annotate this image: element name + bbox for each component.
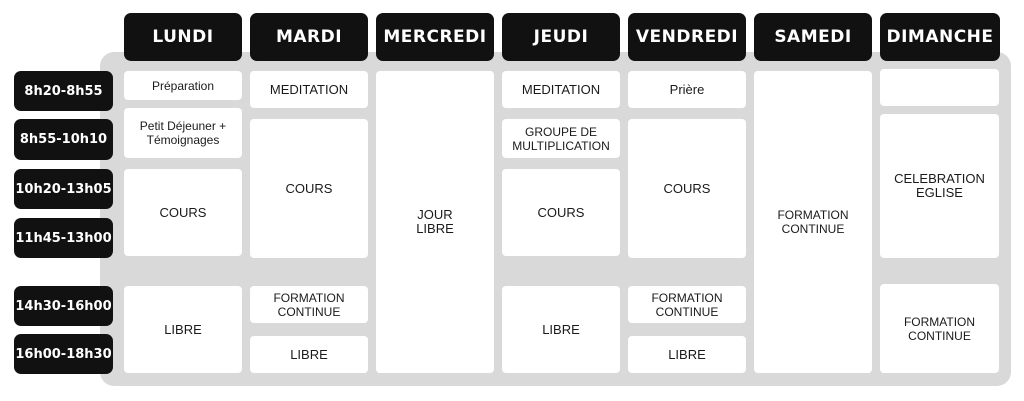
jeudi-groupe-multiplication: GROUPE DE MULTIPLICATION	[502, 119, 620, 158]
lundi-cours: COURS	[124, 169, 242, 256]
vendredi-libre: LIBRE	[628, 336, 746, 373]
time-label: 8h20-8h55	[14, 71, 113, 111]
day-header-jeudi: JEUDI	[502, 13, 620, 61]
day-header-samedi: SAMEDI	[754, 13, 872, 61]
time-label: 14h30-16h00	[14, 286, 113, 326]
vendredi-priere: Prière	[628, 71, 746, 108]
mardi-formation-continue: FORMATION CONTINUE	[250, 286, 368, 323]
time-label: 11h45-13h00	[14, 218, 113, 258]
dimanche-formation-continue: FORMATION CONTINUE	[880, 284, 999, 373]
mardi-meditation: MEDITATION	[250, 71, 368, 108]
day-header-mercredi: MERCREDI	[376, 13, 494, 61]
lundi-petit-dejeuner: Petit Déjeuner + Témoignages	[124, 108, 242, 158]
dimanche-empty	[880, 69, 999, 106]
mardi-libre: LIBRE	[250, 336, 368, 373]
mercredi-jour-libre: JOUR LIBRE	[376, 71, 494, 373]
day-header-lundi: LUNDI	[124, 13, 242, 61]
dimanche-celebration-eglise: CELEBRATION EGLISE	[880, 114, 999, 258]
jeudi-libre: LIBRE	[502, 286, 620, 373]
time-label: 10h20-13h05	[14, 169, 113, 209]
time-label: 16h00-18h30	[14, 334, 113, 374]
jeudi-meditation: MEDITATION	[502, 71, 620, 108]
lundi-preparation: Préparation	[124, 71, 242, 100]
day-header-dimanche: DIMANCHE	[880, 13, 1000, 61]
time-label: 8h55-10h10	[14, 119, 113, 160]
mardi-cours: COURS	[250, 119, 368, 258]
vendredi-formation-continue: FORMATION CONTINUE	[628, 286, 746, 323]
vendredi-cours: COURS	[628, 119, 746, 258]
jeudi-cours: COURS	[502, 169, 620, 256]
day-header-mardi: MARDI	[250, 13, 368, 61]
samedi-formation-continue: FORMATION CONTINUE	[754, 71, 872, 373]
day-header-vendredi: VENDREDI	[628, 13, 746, 61]
lundi-libre: LIBRE	[124, 286, 242, 373]
